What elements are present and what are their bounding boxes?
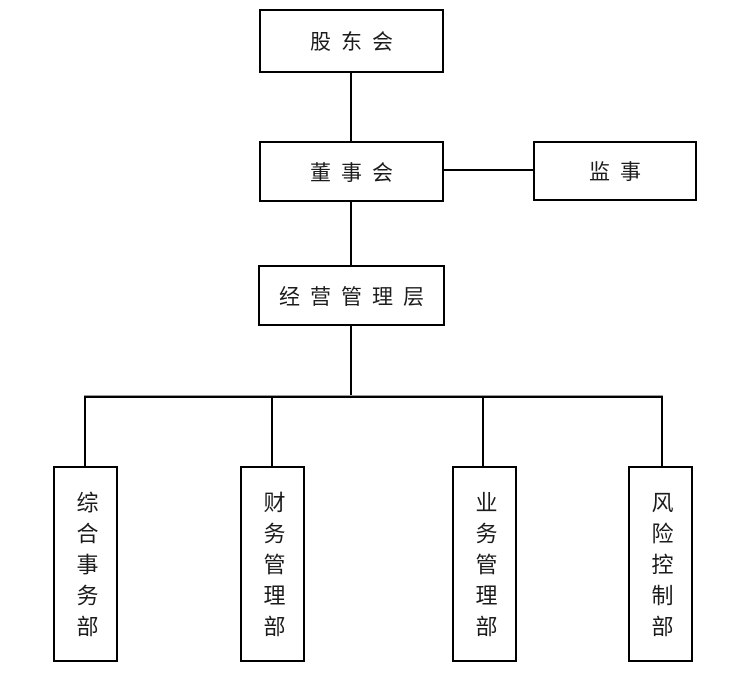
node-management-label: 经营管理层 xyxy=(279,284,434,309)
node-shareholders-label: 股东会 xyxy=(310,30,403,54)
connector-shareholders-board xyxy=(350,72,352,142)
node-shareholders-meeting: 股东会 xyxy=(259,9,444,73)
connector-drop-risk-control xyxy=(661,396,663,466)
node-risk-control-label: 风险控制部 xyxy=(648,491,674,646)
connector-management-to-bus xyxy=(350,325,352,396)
connector-board-management xyxy=(350,200,352,266)
node-board-label: 董事会 xyxy=(310,160,403,185)
node-management-level: 经营管理层 xyxy=(258,265,445,326)
node-board-of-directors: 董事会 xyxy=(259,141,444,202)
connector-drop-general-affairs xyxy=(84,396,86,467)
node-supervisor-label: 监事 xyxy=(589,160,651,184)
node-finance-management-dept: 财务管理部 xyxy=(240,466,305,662)
node-general-affairs-dept: 综合事务部 xyxy=(53,466,118,662)
connector-drop-finance xyxy=(271,396,273,468)
connector-board-supervisor xyxy=(443,169,534,171)
node-business-management-dept: 业务管理部 xyxy=(452,466,517,662)
connector-departments-bus xyxy=(84,395,663,398)
node-general-affairs-label: 综合事务部 xyxy=(73,491,99,646)
node-business-management-label: 业务管理部 xyxy=(472,491,498,646)
node-risk-control-dept: 风险控制部 xyxy=(628,466,693,662)
connector-drop-business xyxy=(482,396,484,466)
node-finance-management-label: 财务管理部 xyxy=(260,491,286,646)
node-supervisor: 监事 xyxy=(533,141,697,201)
